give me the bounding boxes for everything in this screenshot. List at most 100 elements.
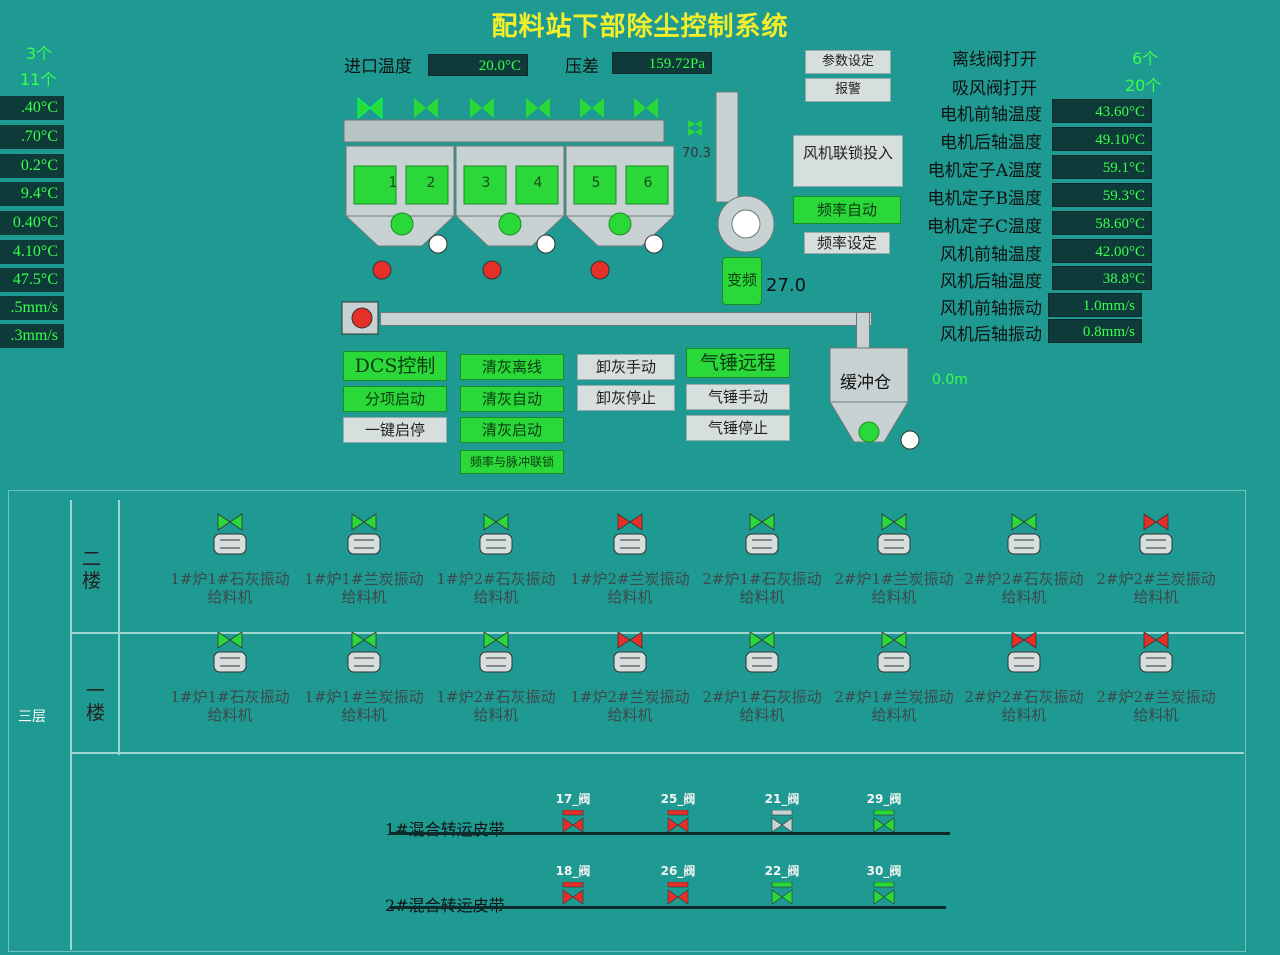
grid-line <box>70 500 72 950</box>
fan-rear-vibration-value: 0.8mm/s <box>1048 319 1142 343</box>
belt-valve-icon[interactable] <box>872 881 896 910</box>
buffer-bin-label: 缓冲仓 <box>840 373 891 393</box>
hammer-remote-button[interactable]: 气锤远程 <box>686 348 790 378</box>
feeder-icon[interactable] <box>344 630 384 684</box>
freq-auto-button[interactable]: 频率自动 <box>793 196 901 224</box>
unload-stop-button[interactable]: 卸灰停止 <box>577 385 675 411</box>
belt-valve-label: 17_阀 <box>555 792 591 806</box>
belt-2-line <box>390 906 946 909</box>
fan-front-vibration-label: 风机前轴振动 <box>940 299 1042 319</box>
dcs-control-button[interactable]: DCS控制 <box>343 351 447 381</box>
left-value: 4.10°C <box>0 240 64 264</box>
belt-valve-label: 25_阀 <box>660 792 696 806</box>
offline-valve-label: 离线阀打开 <box>952 50 1037 70</box>
inlet-temp-value: 20.0°C <box>428 54 528 76</box>
alarm-button[interactable]: 报警 <box>805 78 891 102</box>
belt-valve-icon[interactable] <box>770 881 794 910</box>
clean-auto-button[interactable]: 清灰自动 <box>460 386 564 412</box>
feeder-label: 1#炉1#石灰振动给料机 <box>170 570 290 606</box>
fan-icon <box>688 91 775 253</box>
left-value: .70°C <box>0 125 64 149</box>
belt-valve-icon[interactable] <box>872 809 896 838</box>
stator-c-temp-label: 电机定子C温度 <box>926 217 1042 237</box>
feeder-label: 1#炉1#石灰振动给料机 <box>170 688 290 724</box>
inlet-temp-label: 进口温度 <box>344 57 412 77</box>
freq-set-button[interactable]: 频率设定 <box>804 232 890 254</box>
hopper-number: 1 <box>388 175 398 191</box>
hopper-number: 5 <box>591 175 601 191</box>
left-value: .40°C <box>0 96 64 120</box>
fan-rear-temp-label: 风机后轴温度 <box>940 272 1042 292</box>
feeder-label: 2#炉1#石灰振动给料机 <box>702 570 822 606</box>
dust-collector-graphic <box>343 91 730 280</box>
unload-manual-button[interactable]: 卸灰手动 <box>577 354 675 380</box>
feeder-icon[interactable] <box>210 512 250 566</box>
stator-a-temp-value: 59.1°C <box>1052 155 1152 179</box>
clean-start-button[interactable]: 清灰启动 <box>460 417 564 443</box>
conveyor-pipe <box>380 312 872 326</box>
vfd-indicator[interactable]: 变频 <box>722 257 762 305</box>
feeder-icon[interactable] <box>476 630 516 684</box>
belt-2-label: 2#混合转运皮带 <box>385 892 505 916</box>
buffer-bin-icon <box>829 347 920 450</box>
fan-front-vibration-value: 1.0mm/s <box>1048 293 1142 317</box>
feeder-icon[interactable] <box>344 512 384 566</box>
fan-rear-temp-value: 38.8°C <box>1052 266 1152 290</box>
step-start-button[interactable]: 分项启动 <box>343 386 447 412</box>
feeder-label: 2#炉1#兰炭振动给料机 <box>834 688 954 724</box>
one-key-start-stop-button[interactable]: 一键启停 <box>343 417 447 443</box>
floor2-label: 二楼 <box>82 548 102 592</box>
left-value: .5mm/s <box>0 296 64 320</box>
feeder-icon[interactable] <box>476 512 516 566</box>
damper-value: 70.3 <box>682 146 711 161</box>
conveyor-motor-icon <box>341 301 379 335</box>
feeder-icon[interactable] <box>874 630 914 684</box>
belt-valve-icon[interactable] <box>666 809 690 838</box>
param-set-button[interactable]: 参数设定 <box>805 50 891 74</box>
belt-valve-label: 26_阀 <box>660 864 696 878</box>
belt-valve-label: 22_阀 <box>764 864 800 878</box>
belt-valve-icon[interactable] <box>561 809 585 838</box>
feeder-icon[interactable] <box>742 512 782 566</box>
clean-offline-button[interactable]: 清灰离线 <box>460 354 564 380</box>
feeder-icon[interactable] <box>1136 512 1176 566</box>
inlet-valve-icon <box>357 96 658 120</box>
vfd-value: 27.0 <box>766 275 807 296</box>
feeder-icon[interactable] <box>210 630 250 684</box>
belt-valve-icon[interactable] <box>561 881 585 910</box>
feeder-icon[interactable] <box>610 630 650 684</box>
floor1-label: 一楼 <box>86 680 106 724</box>
feeder-icon[interactable] <box>1136 630 1176 684</box>
belt-valve-label: 30_阀 <box>866 864 902 878</box>
stator-c-temp-value: 58.60°C <box>1052 211 1152 235</box>
hammer-manual-button[interactable]: 气锤手动 <box>686 384 790 410</box>
feeder-label: 2#炉2#兰炭振动给料机 <box>1096 570 1216 606</box>
feeder-label: 1#炉2#石灰振动给料机 <box>436 688 556 724</box>
hopper-number: 4 <box>533 175 543 191</box>
belt-valve-icon[interactable] <box>666 881 690 910</box>
feeder-icon[interactable] <box>874 512 914 566</box>
feeder-label: 1#炉2#兰炭振动给料机 <box>570 688 690 724</box>
fan-front-temp-value: 42.00°C <box>1052 239 1152 263</box>
fan-front-temp-label: 风机前轴温度 <box>940 245 1042 265</box>
feeder-label: 2#炉2#石灰振动给料机 <box>964 688 1084 724</box>
freq-pulse-link-button[interactable]: 频率与脉冲联锁 <box>460 450 564 474</box>
hammer-stop-button[interactable]: 气锤停止 <box>686 415 790 441</box>
fan-interlock-button[interactable]: 风机联锁投入 <box>793 135 903 187</box>
stator-a-temp-label: 电机定子A温度 <box>927 161 1042 181</box>
outer-floor-label: 三层 <box>18 709 46 725</box>
offline-valve-count: 6个 <box>1132 49 1159 68</box>
feeder-icon[interactable] <box>610 512 650 566</box>
belt-valve-label: 18_阀 <box>555 864 591 878</box>
feeder-label: 2#炉2#兰炭振动给料机 <box>1096 688 1216 724</box>
feeder-label: 1#炉1#兰炭振动给料机 <box>304 688 424 724</box>
left-count-1: 3个 <box>26 44 53 63</box>
belt-valve-icon[interactable] <box>770 809 794 838</box>
belt-valve-label: 29_阀 <box>866 792 902 806</box>
left-count-2: 11个 <box>20 70 57 89</box>
feeder-icon[interactable] <box>1004 630 1044 684</box>
stator-b-temp-label: 电机定子B温度 <box>927 189 1043 209</box>
feeder-icon[interactable] <box>1004 512 1044 566</box>
feeder-label: 2#炉2#石灰振动给料机 <box>964 570 1084 606</box>
feeder-icon[interactable] <box>742 630 782 684</box>
